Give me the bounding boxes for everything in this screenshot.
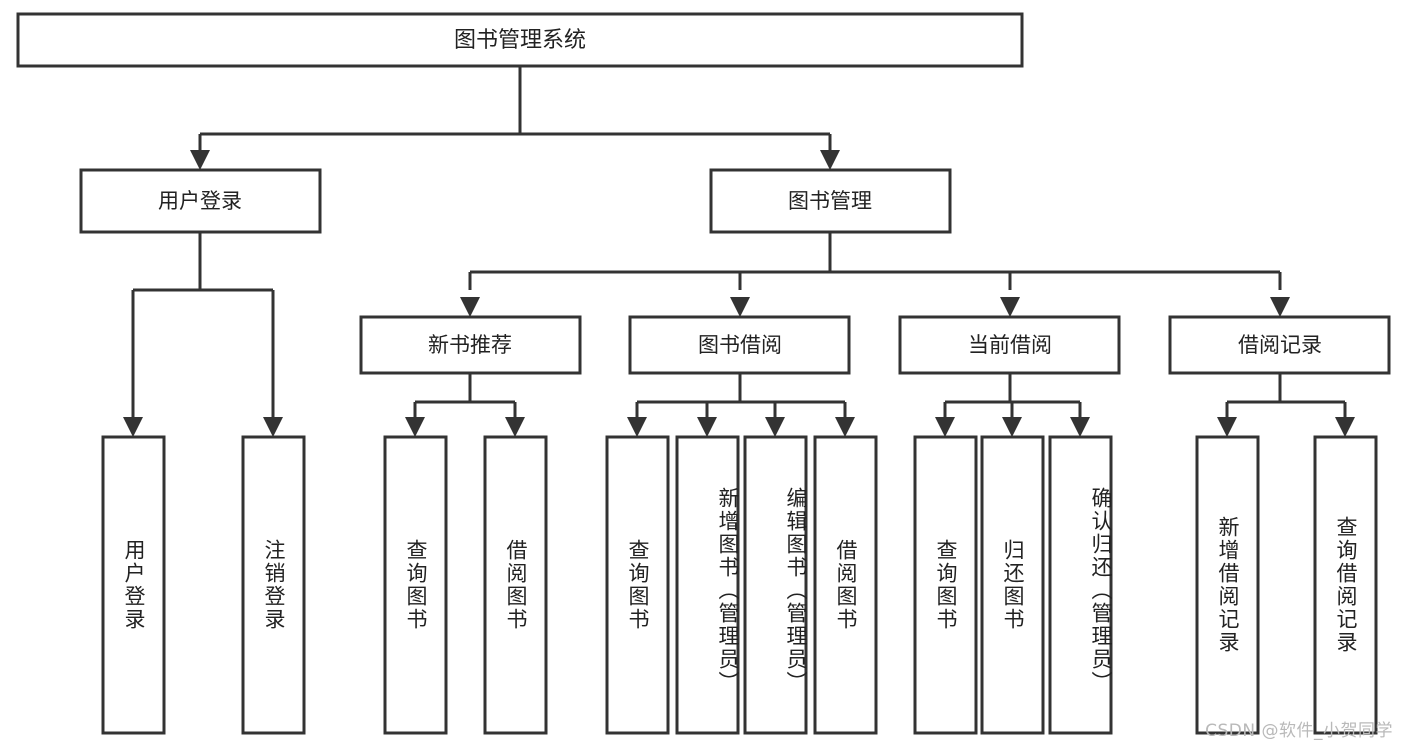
arrowhead-leaf-user-login (123, 417, 143, 437)
connectors-group (123, 66, 1355, 437)
node-box-leaf-logout-login[interactable] (241, 435, 306, 735)
nodes-group: 图书管理系统 用户登录 图书管理 新书推荐 图书借阅 当前借阅 借阅记录 (16, 12, 1391, 735)
arrowhead-leaf-edit-book (765, 417, 785, 437)
node-box-root[interactable] (16, 12, 1024, 68)
arrowhead-current-borrow (1000, 297, 1020, 317)
node-box-leaf-borrow-book-2[interactable] (813, 435, 878, 735)
node-box-leaf-query-book-1[interactable] (383, 435, 448, 735)
node-label-book-management: 图书管理 (788, 189, 872, 213)
arrowhead-new-book-recommend (460, 297, 480, 317)
arrowhead-leaf-borrow-book-2 (835, 417, 855, 437)
arrowhead-leaf-query-book-1 (405, 417, 425, 437)
arrowhead-leaf-query-book-2 (627, 417, 647, 437)
arrowhead-book-borrow (730, 297, 750, 317)
arrowhead-leaf-borrow-book-1 (505, 417, 525, 437)
node-box-leaf-add-book[interactable] (675, 435, 740, 735)
node-label-new-book-recommend: 新书推荐 (428, 333, 512, 357)
node-box-new-book-recommend[interactable] (359, 315, 582, 375)
node-box-leaf-borrow-book-1[interactable] (483, 435, 548, 735)
node-box-leaf-confirm-return[interactable] (1048, 435, 1113, 735)
arrowhead-leaf-query-record (1335, 417, 1355, 437)
arrowhead-leaf-query-book-3 (935, 417, 955, 437)
arrowhead-borrow-record (1270, 297, 1290, 317)
arrowhead-leaf-add-book (697, 417, 717, 437)
node-box-book-borrow[interactable] (628, 315, 851, 375)
node-box-leaf-user-login[interactable] (101, 435, 166, 735)
node-box-leaf-return-book[interactable] (980, 435, 1045, 735)
arrowhead-leaf-logout-login (263, 417, 283, 437)
node-label-user-login: 用户登录 (158, 189, 242, 213)
node-box-user-login[interactable] (79, 168, 322, 234)
node-label-root: 图书管理系统 (454, 28, 586, 53)
node-label-current-borrow: 当前借阅 (968, 333, 1052, 357)
node-box-borrow-record[interactable] (1168, 315, 1391, 375)
node-box-leaf-add-record[interactable] (1195, 435, 1260, 735)
node-box-leaf-query-book-2[interactable] (605, 435, 670, 735)
arrowhead-leaf-add-record (1217, 417, 1237, 437)
node-box-leaf-query-book-3[interactable] (913, 435, 978, 735)
node-label-borrow-record: 借阅记录 (1238, 333, 1322, 357)
node-box-book-management[interactable] (709, 168, 952, 234)
arrowhead-leaf-confirm-return (1070, 417, 1090, 437)
arrowhead-user-login (190, 150, 210, 170)
arrowhead-book-management (820, 150, 840, 170)
csdn-watermark: CSDN @软件_小贺同学 (1205, 721, 1393, 741)
node-box-leaf-edit-book[interactable] (743, 435, 808, 735)
node-label-book-borrow: 图书借阅 (698, 333, 782, 357)
node-box-current-borrow[interactable] (898, 315, 1121, 375)
node-box-leaf-query-record[interactable] (1313, 435, 1378, 735)
arrowhead-leaf-return-book (1002, 417, 1022, 437)
